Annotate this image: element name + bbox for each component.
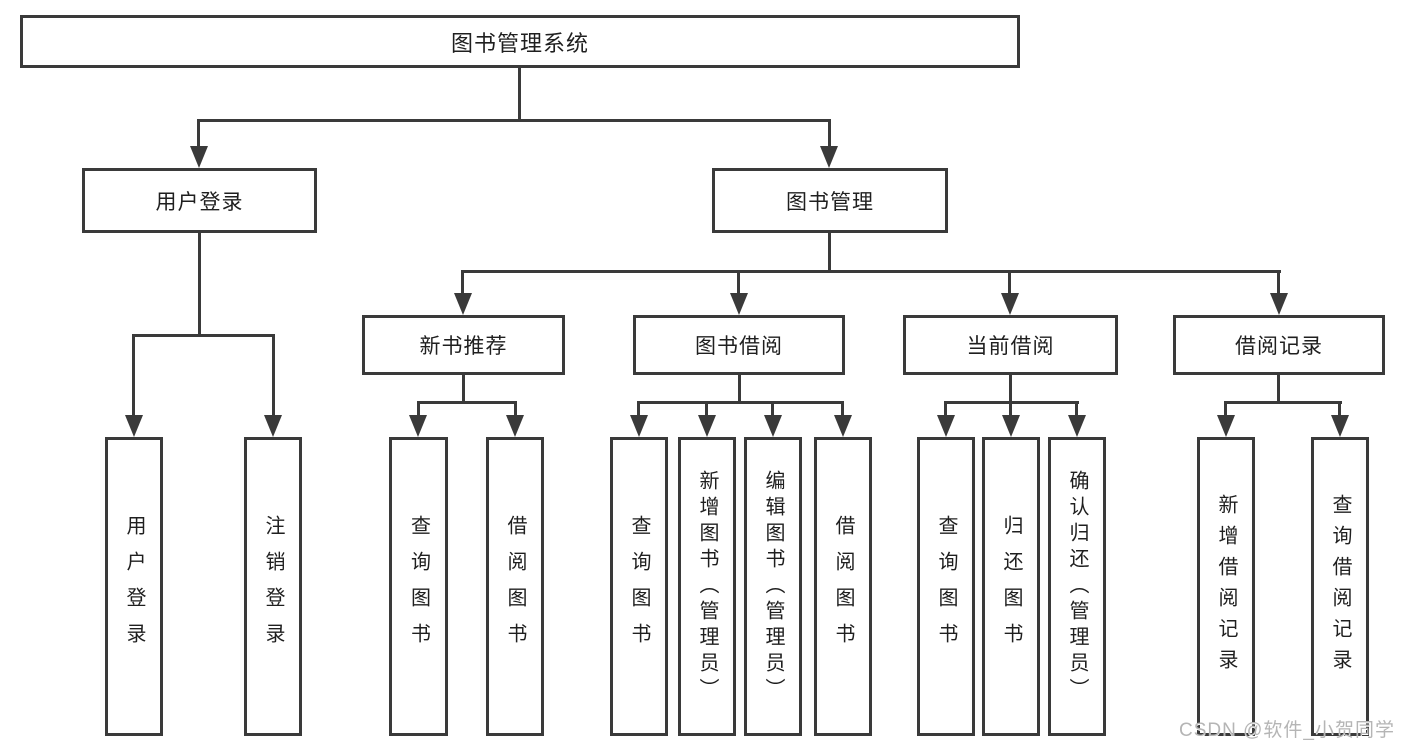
connector-book-mgmt-bar	[461, 270, 1281, 273]
node-return-books: 归还图书	[982, 437, 1040, 736]
connector-drop-add-borrow-record	[1224, 401, 1227, 417]
connector-new-book-stem	[462, 375, 465, 404]
node-confirm-return-admin: 确认归还（管理员）	[1048, 437, 1106, 736]
connector-drop-user-login-group	[197, 119, 200, 148]
connector-drop-query-books-3	[944, 401, 947, 417]
connector-book-borrowing-stem	[738, 375, 741, 404]
connector-drop-borrowing-records	[1277, 270, 1280, 295]
arrowhead-edit-books-admin	[764, 415, 782, 437]
connector-book-mgmt-stem	[828, 233, 831, 273]
arrowhead-current-borrowing	[1001, 293, 1019, 315]
arrowhead-borrow-books-2	[834, 415, 852, 437]
node-borrowing-records: 借阅记录	[1173, 315, 1385, 375]
connector-drop-query-borrow-record	[1338, 401, 1341, 417]
connector-borrowing-records-stem	[1277, 375, 1280, 404]
arrowhead-query-books-1	[409, 415, 427, 437]
node-query-books-1: 查询图书	[389, 437, 448, 736]
csdn-watermark: CSDN @软件_小贺同学	[1179, 720, 1395, 741]
node-query-books-2: 查询图书	[610, 437, 668, 736]
connector-root-stem	[518, 68, 521, 120]
node-logout: 注销登录	[244, 437, 302, 736]
connector-book-borrowing-bar	[637, 401, 844, 404]
node-user-login-group: 用户登录	[82, 168, 317, 233]
node-add-books-admin: 新增图书（管理员）	[678, 437, 736, 736]
arrowhead-book-management	[820, 146, 838, 168]
connector-drop-current-borrowing	[1008, 270, 1011, 295]
arrowhead-book-borrowing	[730, 293, 748, 315]
node-new-book-recommend: 新书推荐	[362, 315, 565, 375]
node-root: 图书管理系统	[20, 15, 1020, 68]
connector-drop-book-management	[828, 119, 831, 148]
connector-user-login-bar	[132, 334, 275, 337]
arrowhead-add-borrow-record	[1217, 415, 1235, 437]
node-user-login: 用户登录	[105, 437, 163, 736]
node-borrow-books-1: 借阅图书	[486, 437, 544, 736]
arrowhead-add-books-admin	[698, 415, 716, 437]
connector-drop-query-books-2	[637, 401, 640, 417]
arrowhead-borrow-books-1	[506, 415, 524, 437]
connector-drop-edit-books-admin	[771, 401, 774, 417]
connector-borrowing-records-bar	[1224, 401, 1342, 404]
arrowhead-user-login-group	[190, 146, 208, 168]
connector-drop-borrow-books-1	[514, 401, 517, 417]
connector-root-bar	[197, 119, 831, 122]
connector-drop-return-books	[1009, 401, 1012, 417]
arrowhead-borrowing-records	[1270, 293, 1288, 315]
node-query-borrow-record: 查询借阅记录	[1311, 437, 1369, 736]
arrowhead-query-borrow-record	[1331, 415, 1349, 437]
arrowhead-user-login	[125, 415, 143, 437]
connector-drop-new-book	[461, 270, 464, 295]
arrowhead-confirm-return	[1068, 415, 1086, 437]
arrowhead-return-books	[1002, 415, 1020, 437]
node-add-borrow-record: 新增借阅记录	[1197, 437, 1255, 736]
connector-drop-logout	[272, 334, 275, 417]
node-edit-books-admin: 编辑图书（管理员）	[744, 437, 802, 736]
connector-user-login-stem	[198, 233, 201, 336]
connector-new-book-bar	[417, 401, 517, 404]
node-borrow-books-2: 借阅图书	[814, 437, 872, 736]
connector-drop-user-login	[132, 334, 135, 417]
connector-drop-book-borrowing	[737, 270, 740, 295]
arrowhead-logout	[264, 415, 282, 437]
node-current-borrowing: 当前借阅	[903, 315, 1118, 375]
node-book-management: 图书管理	[712, 168, 948, 233]
connector-drop-confirm-return	[1075, 401, 1078, 417]
node-book-borrowing: 图书借阅	[633, 315, 845, 375]
arrowhead-new-book	[454, 293, 472, 315]
connector-drop-borrow-books-2	[841, 401, 844, 417]
connector-current-borrowing-stem	[1009, 375, 1012, 404]
connector-drop-add-books-admin	[705, 401, 708, 417]
node-query-books-3: 查询图书	[917, 437, 975, 736]
connector-drop-query-books-1	[417, 401, 420, 417]
arrowhead-query-books-3	[937, 415, 955, 437]
arrowhead-query-books-2	[630, 415, 648, 437]
